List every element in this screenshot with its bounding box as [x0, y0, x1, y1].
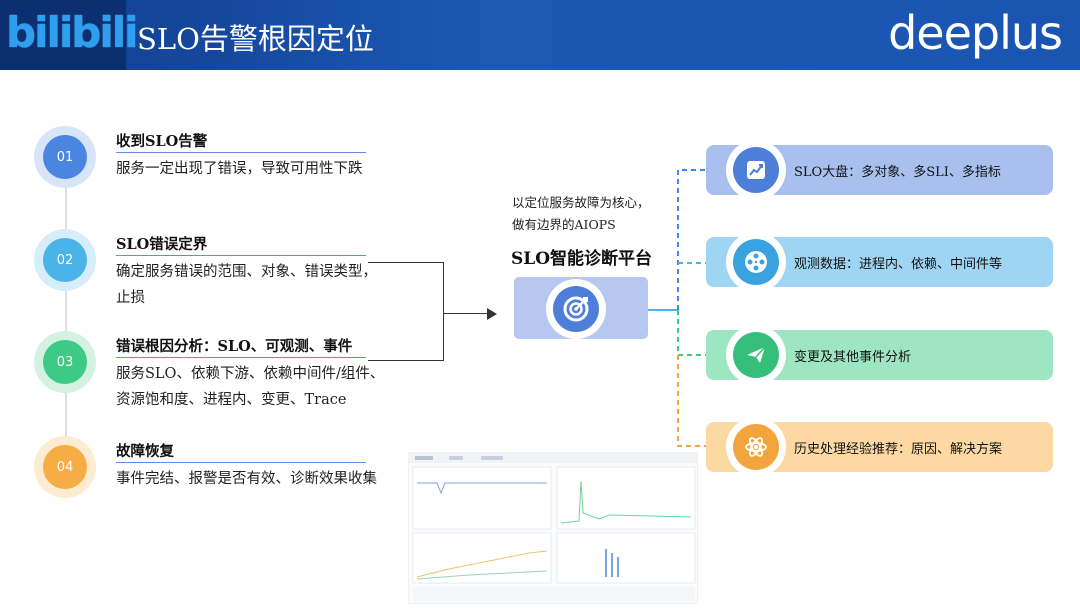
category-label: SLO大盘：多对象、多SLI、多指标 [794, 165, 1001, 180]
step-description-line: 服务SLO、依赖下游、依赖中间件/组件、 [116, 366, 385, 382]
target-icon [553, 286, 599, 332]
step-number: 01 [43, 135, 87, 179]
step-underline [116, 462, 366, 463]
platform-note-line1: 以定位服务故障为核心， [512, 195, 650, 210]
step-description-line: 确定服务错误的范围、对象、错误类型， [116, 264, 377, 280]
chart-icon [733, 147, 779, 193]
step-description-line: 事件完结、报警是否有效、诊断效果收集 [116, 471, 377, 487]
category-label: 历史处理经验推荐：原因、解决方案 [794, 442, 1003, 457]
step-number: 03 [43, 340, 87, 384]
step-description-line: 止损 [116, 290, 145, 306]
dashboard-screenshot [408, 452, 698, 604]
timeline-spine [65, 158, 67, 468]
step-badge: 04 [34, 436, 96, 498]
step-description-line: 资源饱和度、进程内、变更、Trace [116, 392, 347, 408]
step-underline [116, 255, 366, 256]
step-description-line: 服务一定出现了错误，导致可用性下跌 [116, 161, 363, 177]
step-title: 错误根因分析：SLO、可观测、事件 [116, 338, 353, 355]
step-description: 服务SLO、依赖下游、依赖中间件/组件、资源饱和度、进程内、变更、Trace [116, 361, 416, 413]
platform-note-line2: 做有边界的AIOPS [512, 217, 616, 232]
step-title: SLO错误定界 [116, 236, 208, 253]
category-icon-ring [726, 232, 786, 292]
deeplus-logo: deeplus [888, 6, 1063, 60]
merge-bracket [368, 262, 444, 361]
platform-note: 以定位服务故障为核心， 做有边界的AIOPS [512, 192, 650, 236]
dashed-connectors [648, 169, 706, 447]
category-icon-ring [726, 140, 786, 200]
paper-plane-icon [733, 332, 779, 378]
category-label: 观测数据：进程内、依赖、中间件等 [794, 257, 1003, 272]
arrow-head [487, 308, 497, 320]
bilibili-logo: bilibili [0, 0, 139, 70]
atom-icon [733, 424, 779, 470]
film-reel-icon [733, 239, 779, 285]
step-number: 02 [43, 238, 87, 282]
platform-title: SLO智能诊断平台 [511, 249, 653, 269]
step-underline [116, 357, 366, 358]
step-number: 04 [43, 445, 87, 489]
category-icon-ring [726, 325, 786, 385]
category-label: 变更及其他事件分析 [794, 350, 912, 365]
step-title: 故障恢复 [116, 443, 174, 460]
arrow-line [444, 313, 488, 314]
platform-icon-ring [546, 279, 606, 339]
page-title: SLO告警根因定位 [137, 22, 374, 56]
step-description: 确定服务错误的范围、对象、错误类型， 止损 [116, 259, 416, 311]
step-title: 收到SLO告警 [116, 133, 208, 150]
step-badge: 01 [34, 126, 96, 188]
logo-text: bilibili [6, 8, 139, 57]
step-underline [116, 152, 366, 153]
step-description: 事件完结、报警是否有效、诊断效果收集 [116, 466, 416, 492]
header-bar: bilibili SLO告警根因定位 deeplus [0, 0, 1080, 70]
step-description: 服务一定出现了错误，导致可用性下跌 [116, 156, 416, 182]
step-badge: 03 [34, 331, 96, 393]
step-badge: 02 [34, 229, 96, 291]
category-icon-ring [726, 417, 786, 477]
